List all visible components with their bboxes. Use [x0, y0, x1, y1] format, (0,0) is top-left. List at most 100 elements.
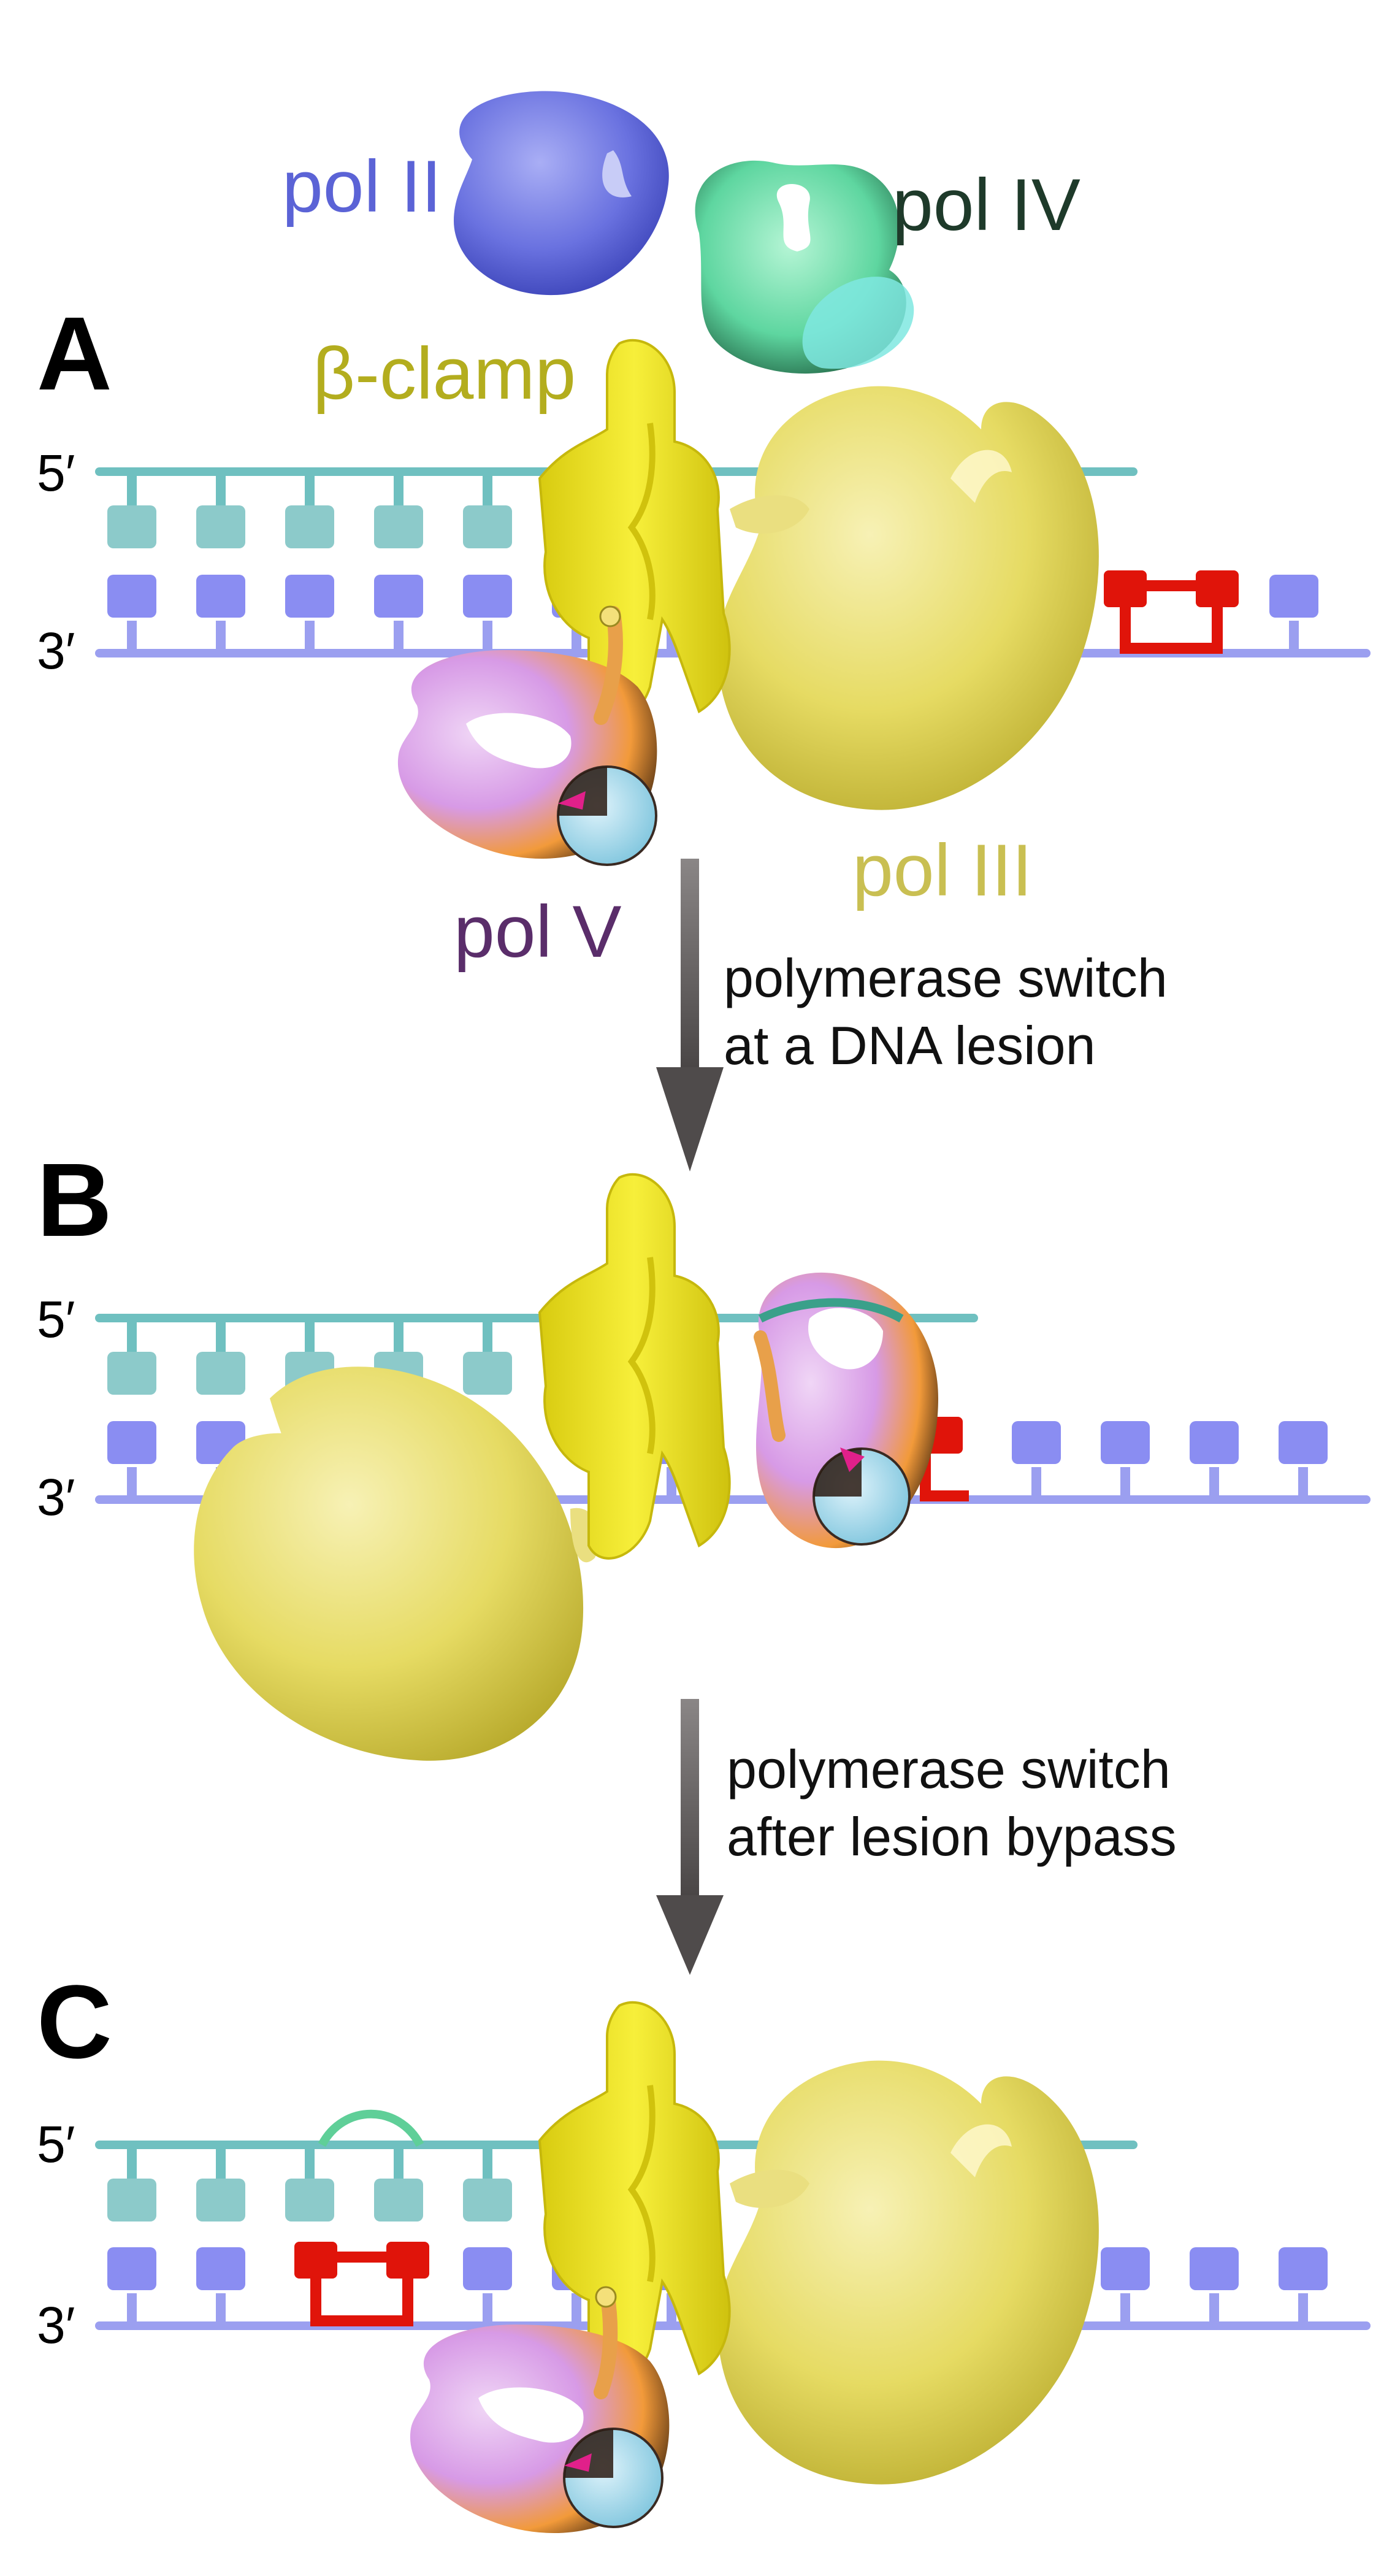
bottom-base-stem	[1120, 2293, 1130, 2330]
panel-b-3prime: 3′	[37, 1468, 75, 1526]
bottom-base-stem	[127, 1467, 137, 1504]
panel-c-top-strand-bulge	[318, 2109, 424, 2147]
pol-ii-shape	[454, 91, 669, 296]
panel-a-3prime: 3′	[37, 622, 75, 680]
top-base-stem	[483, 2147, 492, 2183]
pol-iv-label: pol IV	[892, 164, 1080, 246]
transition-1-arrow-head	[656, 1067, 724, 1171]
transition-2-arrow-shaft	[681, 1699, 699, 1895]
top-base	[463, 2179, 512, 2221]
panel-b-pol-v	[754, 1272, 938, 1549]
bottom-base	[285, 575, 334, 618]
panel-b-top-strand	[95, 1314, 978, 1322]
bottom-base-stem	[1298, 1467, 1308, 1504]
transition-2-line2: after lesion bypass	[727, 1806, 1177, 1867]
bottom-base	[107, 2247, 156, 2290]
panel-c-beta-clamp	[538, 2001, 731, 2388]
top-base-stem	[127, 473, 137, 510]
panel-a: A 5′ 3′	[37, 296, 1371, 973]
transition-1-line1: polymerase switch	[724, 948, 1168, 1008]
panel-b-5prime: 5′	[37, 1290, 75, 1348]
top-base	[285, 2179, 334, 2221]
top-base	[196, 2179, 245, 2221]
top-base-stem	[305, 2147, 315, 2183]
bottom-base-stem	[216, 621, 226, 657]
top-base-stem	[394, 473, 403, 510]
bottom-base	[1012, 1421, 1061, 1464]
bottom-base	[107, 1421, 156, 1464]
bottom-base-stem	[1209, 2293, 1219, 2330]
bottom-base-stem	[1031, 1467, 1041, 1504]
pol-ii-label: pol II	[282, 145, 442, 228]
bottom-base	[1101, 2247, 1150, 2290]
panel-b: B 5′ 3′	[37, 1142, 1371, 1761]
bottom-base-stem	[127, 2293, 137, 2330]
transition-1: polymerase switch at a DNA lesion	[656, 859, 1168, 1171]
top-base	[196, 1352, 245, 1395]
panel-c: C 5′ 3′	[37, 1964, 1371, 2533]
pol-ii-cleft	[602, 150, 632, 197]
bottom-base-stem	[572, 2293, 581, 2330]
top-base	[107, 505, 156, 548]
bottom-base	[1101, 1421, 1150, 1464]
transition-1-line2: at a DNA lesion	[724, 1015, 1096, 1076]
top-base-stem	[483, 473, 492, 510]
pol-iv-pocket	[776, 184, 811, 251]
top-base	[107, 2179, 156, 2221]
top-base-stem	[483, 1320, 492, 1357]
transition-2: polymerase switch after lesion bypass	[656, 1699, 1177, 1975]
top-base-stem	[216, 1320, 226, 1357]
bottom-base	[107, 575, 156, 618]
top-base-stem	[305, 1320, 315, 1357]
transition-2-arrow-head	[656, 1895, 724, 1975]
bottom-base-stem	[216, 2293, 226, 2330]
bottom-base	[1279, 1421, 1328, 1464]
top-base-stem	[127, 2147, 137, 2183]
bottom-base	[196, 575, 245, 618]
bottom-base	[196, 2247, 245, 2290]
bottom-base	[1279, 2247, 1328, 2290]
bottom-base	[463, 575, 512, 618]
panel-a-beta-clamp	[538, 339, 731, 726]
panel-a-clamp-label: β-clamp	[313, 332, 576, 415]
panel-a-pol-v	[397, 605, 657, 866]
transition-1-arrow-shaft	[681, 859, 699, 1067]
top-base-stem	[216, 2147, 226, 2183]
top-base	[196, 505, 245, 548]
panel-c-pol-v	[410, 2286, 670, 2533]
transition-2-line1: polymerase switch	[727, 1739, 1171, 1800]
bottom-base-stem	[127, 621, 137, 657]
bottom-base	[463, 2247, 512, 2290]
panel-a-5prime: 5′	[37, 444, 75, 502]
pol-iv-lobe	[802, 277, 914, 369]
bottom-base	[1269, 575, 1318, 618]
top-base-stem	[394, 1320, 403, 1357]
panel-b-pol-iii	[194, 1367, 600, 1761]
top-base	[107, 1352, 156, 1395]
bottom-base	[374, 575, 423, 618]
panel-c-5prime: 5′	[37, 2115, 75, 2173]
panel-b-letter: B	[37, 1142, 112, 1259]
top-base	[463, 505, 512, 548]
bottom-base-stem	[1298, 2293, 1308, 2330]
bottom-base	[1190, 2247, 1239, 2290]
panel-a-pol-v-label: pol V	[454, 891, 622, 973]
top-base-stem	[127, 1320, 137, 1357]
top-base-stem	[216, 473, 226, 510]
panel-a-pol-iii-label: pol III	[852, 829, 1033, 911]
panel-a-pol-iii	[717, 386, 1099, 810]
top-base-stem	[305, 473, 315, 510]
top-base	[374, 2179, 423, 2221]
panel-c-lesion	[294, 2242, 429, 2326]
panel-c-3prime: 3′	[37, 2296, 75, 2354]
panel-a-letter: A	[37, 296, 112, 412]
legend-pol-ii: pol II	[282, 91, 669, 296]
bottom-base-stem	[483, 621, 492, 657]
bottom-base-stem	[305, 621, 315, 657]
top-base-stem	[394, 2147, 403, 2183]
legend-pol-iv: pol IV	[695, 160, 1080, 374]
top-base	[374, 505, 423, 548]
panel-b-beta-clamp	[538, 1173, 731, 1560]
panel-c-pol-iii	[717, 2060, 1099, 2485]
